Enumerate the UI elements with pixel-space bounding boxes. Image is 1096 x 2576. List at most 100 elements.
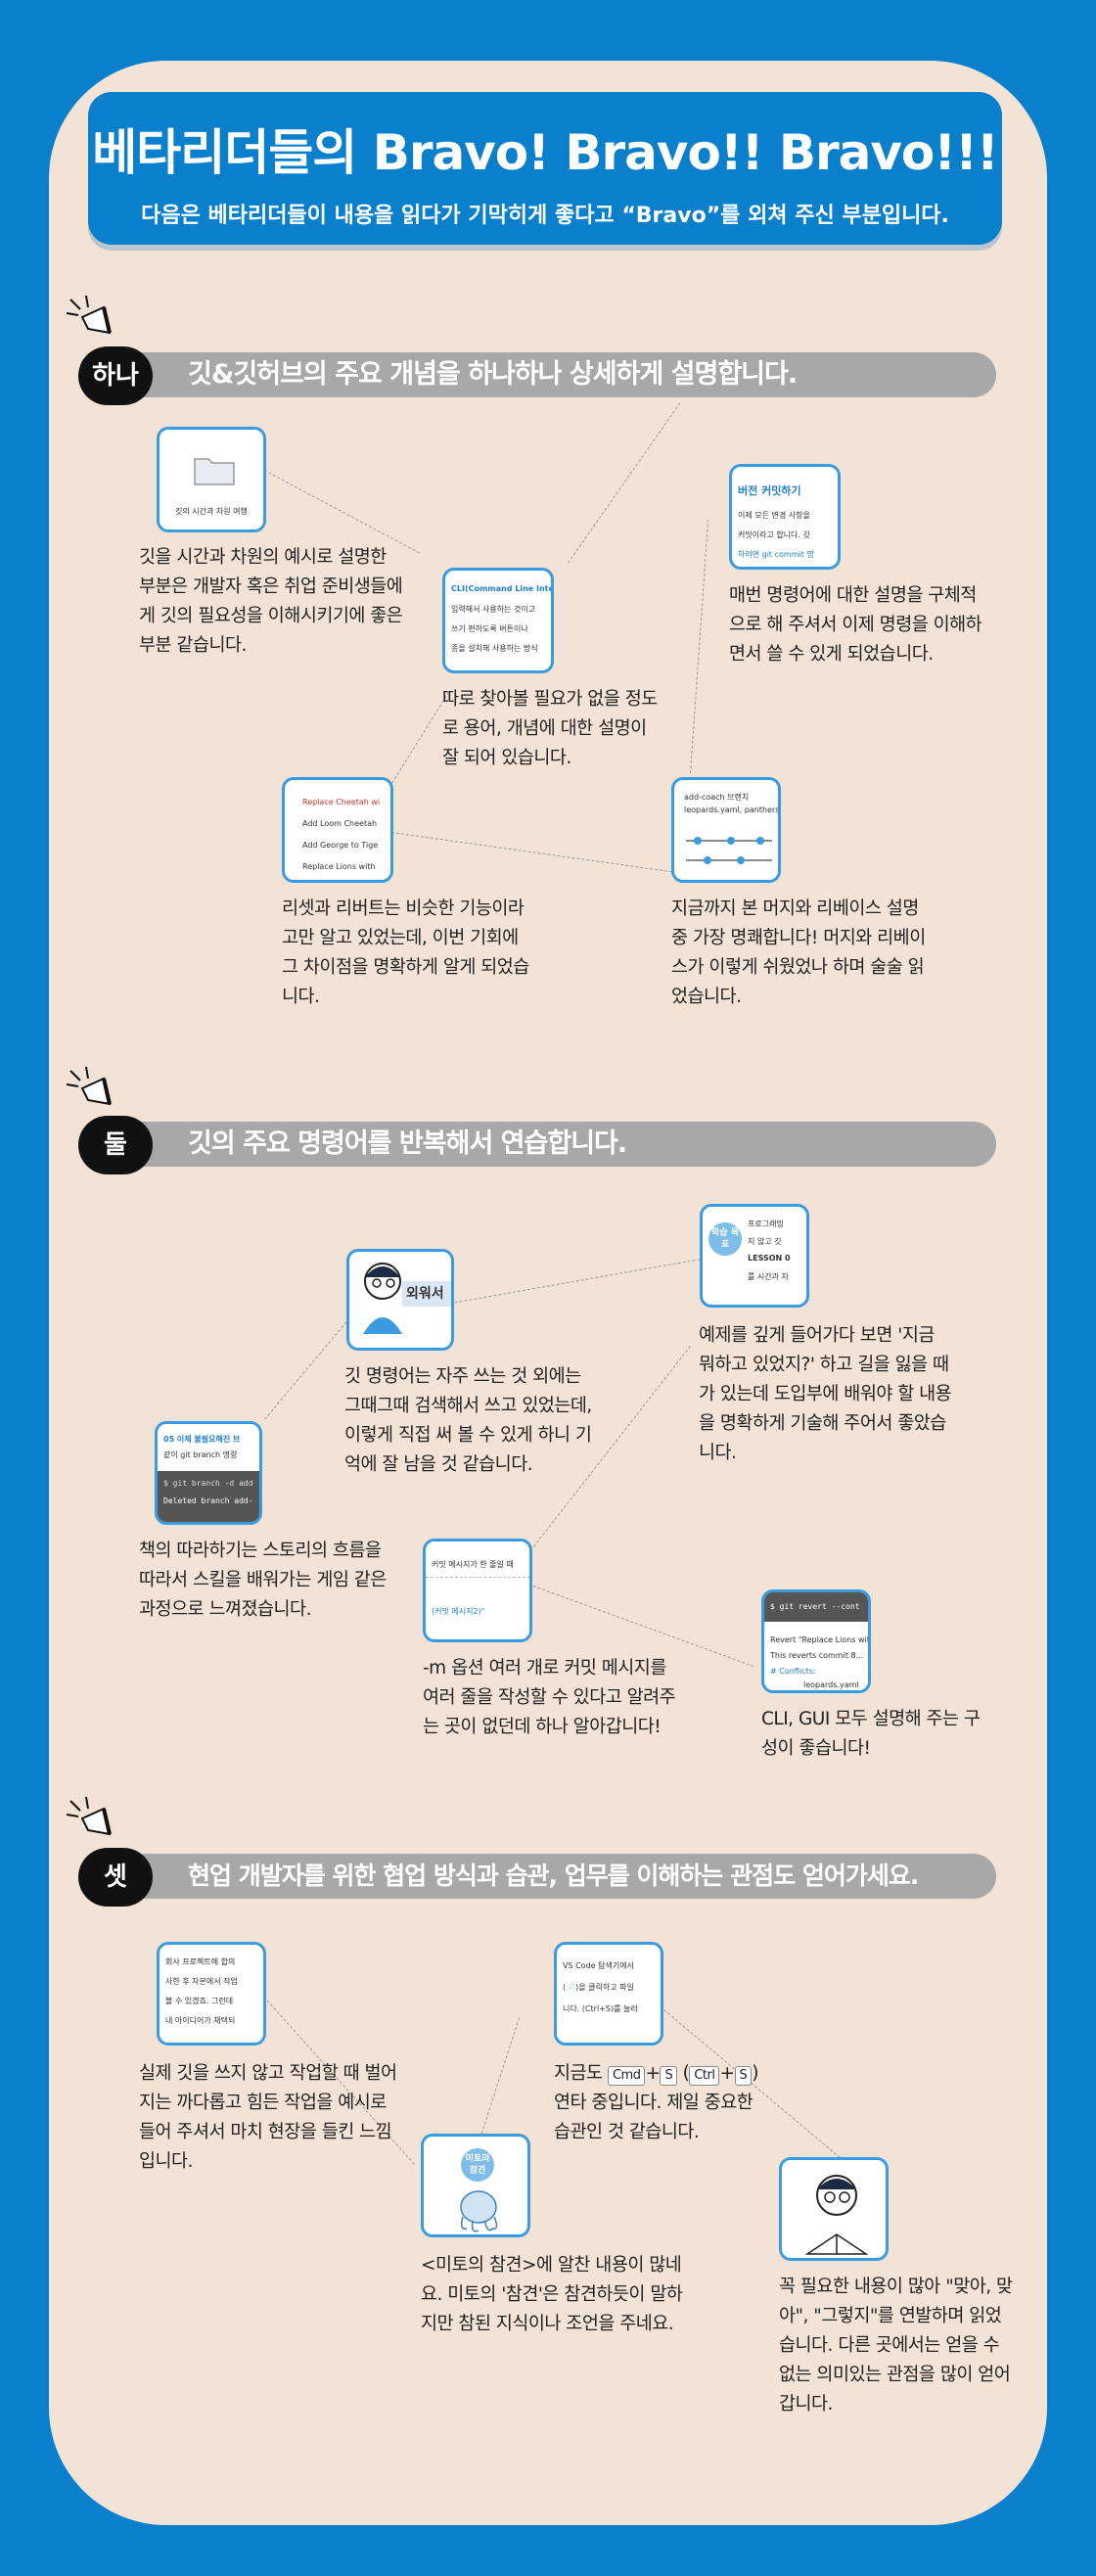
thumb-text: $ git branch -d add: [163, 1479, 253, 1488]
megaphone-icon: [66, 295, 112, 335]
plus-sign: +: [719, 2063, 735, 2084]
thumb-badge: 학습 목표: [708, 1222, 742, 1256]
thumb-badge: 미토의 참견: [461, 2148, 494, 2182]
section-2-heading: 깃의 주요 명령어를 반복해서 연습합니다. 둘: [78, 1116, 1018, 1174]
comment: 따로 찾아볼 필요가 없을 정도로 용어, 개념에 대한 설명이 잘 되어 있습…: [442, 689, 658, 768]
comment: 꼭 필요한 내용이 많아 "맞아, 맞아", "그렇지"를 연발하며 읽었습니다…: [779, 2277, 1013, 2415]
thumb-text: Replace Cheetah wi: [302, 798, 381, 806]
megaphone-icon: [66, 1796, 112, 1836]
thumb-text: # Conflicts:: [770, 1667, 816, 1676]
thumb-text: 프로그래밍: [748, 1219, 784, 1228]
thumb-text: CLI(Command Line Interface: [451, 584, 554, 593]
thumb-text: 같이 git branch 명령: [163, 1450, 238, 1459]
thumb-revert: $ git revert --cont Revert "Replace Lion…: [761, 1589, 871, 1693]
comment: -m 옵션 여러 개로 커밋 메시지를 여러 줄을 작성할 수 있다고 알려주는…: [423, 1658, 676, 1737]
thumb-text: Replace Lions with: [302, 862, 376, 871]
thumb-time-travel: 깃의 시간과 차원 여행: [157, 427, 266, 532]
comment: 깃을 시간과 차원의 예시로 설명한 부분은 개발자 혹은 취업 준비생들에게 …: [139, 547, 403, 656]
thumb-text: 커밋 메시지가 한 줄일 때: [432, 1560, 514, 1569]
comment-text: 습관인 것 같습니다.: [554, 2122, 700, 2142]
thumb-text: Add George to Tige: [302, 841, 379, 850]
thumb-text: 회사 프로젝트에 합의: [165, 1957, 236, 1966]
folder-icon: [194, 458, 235, 485]
cmd-key: Cmd: [607, 2066, 646, 2086]
thumb-text: 05 이제 불필요해진 브: [163, 1435, 241, 1444]
thumb-mito-advice: 미토의 참견: [421, 2134, 530, 2237]
paren-open: (: [682, 2063, 690, 2084]
octopus-mascot-icon: [460, 2190, 498, 2232]
thumb-commit: 버전 커밋하기 이제 모든 변경 사항을 커밋이라고 합니다. 깃 하려면 gi…: [729, 464, 841, 570]
megaphone-icon: [66, 1066, 112, 1106]
thumb-vscode-save: VS Code 탐색기에서 (📄)을 클릭하고 파일 니다. (Ctrl+S)를…: [554, 1942, 663, 2046]
thumb-merge-rebase: add-coach 브랜치 leopards.yaml, panthers: [671, 777, 781, 883]
thumb-text: 를 시간과 차: [748, 1272, 789, 1281]
section-1-badge: 하나: [78, 346, 153, 405]
page-subtitle: 다음은 베타리더들이 내용을 읽다가 기막히게 좋다고 “Bravo”를 외쳐 …: [141, 204, 949, 228]
thumb-company-project: 회사 프로젝트에 합의 사한 후 자본에서 작업 볼 수 있겠죠. 그런데 내 …: [157, 1942, 266, 2046]
terminal-block: [158, 1471, 259, 1522]
comment: 깃 명령어는 자주 쓰는 것 외에는 그때그때 검색해서 쓰고 있었는데, 이렇…: [344, 1366, 592, 1475]
page-title: 베타리더들의 Bravo! Bravo!! Bravo!!!: [92, 124, 998, 181]
s-key: S: [734, 2066, 753, 2086]
thumb-text: leopards.yaml, panthers: [684, 805, 780, 814]
thumb-commit-message: 커밋 메시지가 한 줄일 때 (커밋 메시지2)": [423, 1539, 532, 1642]
comment-text: 연타 중입니다. 제일 중요한: [554, 2093, 754, 2113]
thumb-text: add-coach 브랜치: [684, 793, 750, 802]
terminal-block: [764, 1592, 868, 1622]
thumb-text: 종을 설치해 사용하는 방식: [451, 644, 538, 653]
ctrl-key: Ctrl: [689, 2066, 720, 2086]
thumb-character-memorize: 외워서: [346, 1249, 454, 1351]
thumb-text: 사한 후 자본에서 작업: [165, 1977, 238, 1986]
thumb-caption: 외워서: [402, 1281, 451, 1307]
reading-character-icon: [804, 2175, 869, 2255]
thumb-text: 하려면 git commit 명: [738, 550, 814, 559]
thumb-text: 버전 커밋하기: [738, 484, 801, 497]
thumb-text: (📄)을 클릭하고 파일: [563, 1983, 634, 1992]
page-header: 베타리더들의 Bravo! Bravo!! Bravo!!! 다음은 베타리더들…: [88, 92, 1002, 245]
section-1-title: 깃&깃허브의 주요 개념을 하나하나 상세하게 설명합니다.: [117, 352, 996, 397]
thumb-text: 커밋이라고 합니다. 깃: [738, 530, 810, 539]
section-1-heading: 깃&깃허브의 주요 개념을 하나하나 상세하게 설명합니다. 하나: [78, 346, 1018, 405]
comment: 지금도 Cmd+S (Ctrl+S) 연타 중입니다. 제일 중요한 습관인 것…: [554, 2059, 838, 2147]
thumb-cli: CLI(Command Line Interface 입력해서 사용하는 것이고…: [442, 568, 554, 673]
comment: 매번 명령어에 대한 설명을 구체적으로 해 주셔서 이제 명령을 이해하면서 …: [729, 585, 982, 665]
thumb-text: $ git revert --cont: [770, 1602, 860, 1611]
paren-close: ): [752, 2063, 758, 2084]
character-illustration-icon: [363, 1263, 402, 1334]
thumb-text: Revert "Replace Lions with: [770, 1635, 871, 1644]
comment: 책의 따라하기는 스토리의 흐름을 따라서 스킬을 배워가는 게임 같은 과정으…: [139, 1541, 387, 1620]
section-3-title: 현업 개발자를 위한 협업 방식과 습관, 업무를 이해하는 관점도 얻어가세요…: [117, 1854, 996, 1899]
thumb-text: Deleted branch add-: [163, 1496, 253, 1505]
comment: 리셋과 리버트는 비슷한 기능이라고만 알고 있었는데, 이번 기회에 그 차이…: [282, 898, 529, 1007]
thumb-branch-delete: 05 이제 불필요해진 브 같이 git branch 명령 $ git bra…: [155, 1421, 262, 1525]
thumb-learning-goals: 학습 목표 프로그래밍 지 않고 깃 LESSON 0 를 시간과 차: [700, 1204, 809, 1308]
thumb-text: VS Code 탐색기에서: [563, 1961, 634, 1970]
thumb-text: 내 아이디어가 채택되: [165, 2016, 236, 2025]
comment: 지금까지 본 머지와 리베이스 설명 중 가장 명쾌합니다! 머지와 리베이스가…: [671, 898, 926, 1007]
thumb-text: This reverts commit 8...: [770, 1651, 864, 1660]
comment: 예제를 깊게 들어가다 보면 '지금 뭐하고 있었지?' 하고 길을 잃을 때가…: [699, 1325, 952, 1463]
thumb-text: Add Loom Cheetah: [302, 819, 378, 828]
section-3-badge: 셋: [78, 1848, 153, 1907]
thumb-text: 지 않고 깃: [748, 1237, 782, 1246]
thumb-text: 입력해서 사용하는 것이고: [451, 605, 536, 614]
thumb-text: (커밋 메시지2)": [432, 1607, 485, 1616]
thumb-text: leopards.yaml: [803, 1680, 859, 1689]
comment-text: 지금도: [554, 2063, 603, 2084]
section-2-badge: 둘: [78, 1116, 153, 1174]
comment: 실제 깃을 쓰지 않고 작업할 때 벌어지는 까다롭고 힘든 작업을 예시로 들…: [139, 2063, 397, 2172]
comment: <미토의 참견>에 알찬 내용이 많네요. 미토의 '참견'은 참견하듯이 말하…: [421, 2255, 683, 2334]
comment: CLI, GUI 모두 설명해 주는 구성이 좋습니다!: [761, 1709, 981, 1759]
thumb-text: 이제 모든 변경 사항을: [738, 511, 810, 520]
thumb-text: LESSON 0: [748, 1254, 791, 1263]
thumb-caption: 깃의 시간과 차원 여행: [175, 507, 248, 516]
thumb-text: 볼 수 있겠죠. 그런데: [165, 1997, 234, 2005]
thumb-reader-character: [779, 2157, 889, 2261]
s-key: S: [660, 2066, 678, 2086]
branch-graph-icon: [686, 837, 772, 864]
thumb-text: 니다. (Ctrl+S)를 눌러: [563, 2004, 638, 2013]
thumb-text: 쓰기 편하도록 버튼이나: [451, 624, 528, 633]
plus-sign: +: [645, 2063, 661, 2084]
section-3-heading: 현업 개발자를 위한 협업 방식과 습관, 업무를 이해하는 관점도 얻어가세요…: [78, 1848, 1018, 1907]
section-2-title: 깃의 주요 명령어를 반복해서 연습합니다.: [117, 1122, 996, 1167]
